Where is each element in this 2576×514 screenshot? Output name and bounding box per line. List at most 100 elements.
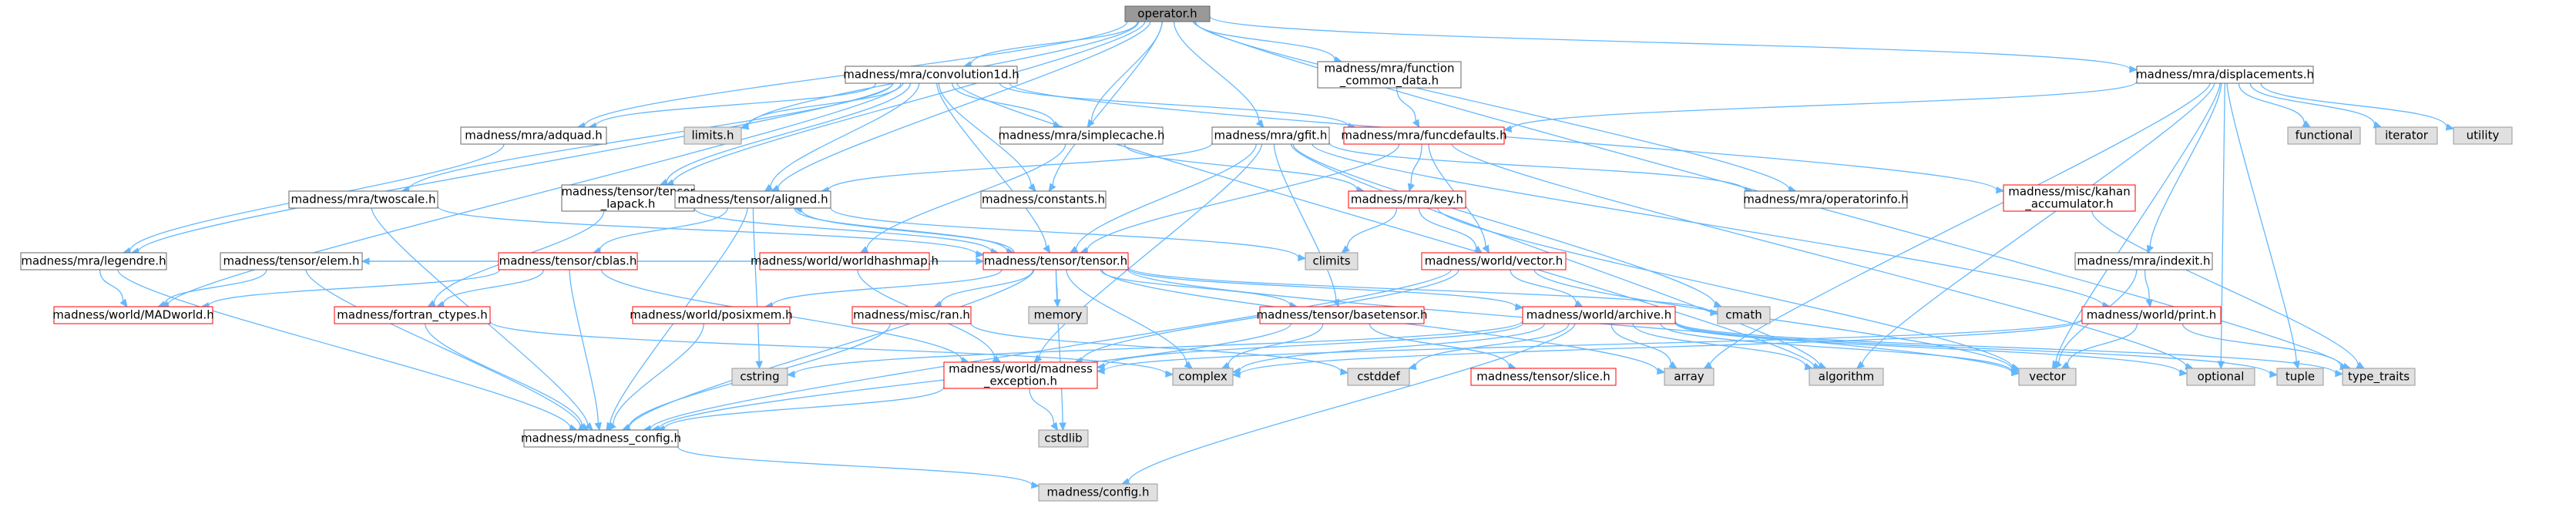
node-label: _accumulator.h — [2024, 197, 2113, 212]
edge-line — [866, 143, 1066, 250]
node-archive[interactable]: madness/world/archive.h — [1522, 306, 1676, 324]
node-constants[interactable]: madness/constants.h — [980, 190, 1107, 209]
node-operatorinfo[interactable]: madness/mra/operatorinfo.h — [1743, 190, 1909, 209]
edge-displacements-to-algorithm — [1856, 82, 2215, 369]
edge-line — [425, 323, 583, 427]
edge-operator-to-displacements — [1209, 15, 2138, 73]
edge-archive-to-cstddef — [1408, 323, 1570, 371]
node-label: type_traits — [2348, 370, 2410, 385]
edge-line — [1410, 143, 1422, 185]
node-ran[interactable]: madness/misc/ran.h — [851, 306, 972, 324]
edge-line — [2091, 210, 2359, 365]
node-box — [1317, 61, 1462, 89]
edge-line — [2226, 82, 2297, 362]
node-cblas[interactable]: madness/tensor/cblas.h — [498, 252, 638, 270]
node-conv1d[interactable]: madness/mra/convolution1d.h — [843, 66, 1019, 84]
node-array[interactable]: array — [1664, 368, 1715, 386]
node-functional[interactable]: functional — [2287, 126, 2361, 145]
node-label: madness/tensor/elem.h — [223, 254, 359, 268]
node-utility[interactable]: utility — [2453, 126, 2513, 145]
node-label: climits — [1312, 254, 1350, 268]
node-madexcept[interactable]: madness/world/madness_exception.h — [943, 361, 1098, 389]
edge-line — [1674, 321, 2336, 375]
node-memory[interactable]: memory — [1028, 306, 1088, 324]
edge-gfit-to-print — [1312, 143, 2111, 309]
edge-line — [2238, 82, 2306, 124]
node-box — [20, 252, 167, 270]
edge-line — [442, 269, 544, 305]
node-label: _exception.h — [983, 375, 1057, 389]
node-iterator[interactable]: iterator — [2375, 126, 2438, 145]
node-adquad[interactable]: madness/mra/adquad.h — [460, 126, 607, 145]
edge-arrowhead — [1165, 370, 1174, 378]
node-fortran[interactable]: madness/fortran_ctypes.h — [334, 306, 491, 324]
node-typetraits[interactable]: type_traits — [2342, 368, 2416, 386]
edge-arrowhead — [1473, 245, 1483, 254]
node-basetensor[interactable]: madness/tensor/basetensor.h — [1256, 306, 1428, 324]
node-posixmem[interactable]: madness/world/posixmem.h — [630, 306, 793, 324]
edge-arrowhead — [119, 298, 128, 307]
node-twoscale[interactable]: madness/mra/twoscale.h — [288, 190, 438, 209]
node-vector[interactable]: vector — [2018, 368, 2077, 386]
edge-posixmem-to-madconfig — [607, 323, 704, 431]
node-cmath[interactable]: cmath — [1717, 306, 1771, 324]
node-worldhashmap[interactable]: madness/world/worldhashmap.h — [751, 252, 939, 270]
node-simplecache[interactable]: madness/mra/simplecache.h — [999, 126, 1165, 145]
node-box — [1038, 483, 1158, 502]
edge-print-to-madexcept — [1096, 318, 2083, 375]
node-operator[interactable]: operator.h — [1124, 5, 1211, 22]
edge-basetensor-to-slice — [1369, 323, 1517, 370]
node-tensorlapack[interactable]: madness/tensor/tensor_lapack.h — [561, 184, 696, 212]
edge-arrowhead — [1028, 183, 1036, 192]
node-legendre[interactable]: madness/mra/legendre.h — [20, 252, 167, 270]
node-limits[interactable]: limits.h — [683, 126, 742, 145]
node-slice[interactable]: madness/tensor/slice.h — [1470, 368, 1617, 386]
edge-tensor-to-posixmem — [764, 269, 1003, 310]
node-box — [1172, 368, 1234, 386]
node-tensor[interactable]: madness/tensor/tensor.h — [982, 252, 1129, 270]
edge-line — [1660, 323, 2013, 372]
node-label: cstdlib — [1044, 432, 1082, 445]
node-box — [1211, 126, 1330, 145]
node-key[interactable]: madness/mra/key.h — [1348, 190, 1466, 209]
node-cstring[interactable]: cstring — [731, 368, 788, 386]
edge-arrowhead — [2302, 119, 2312, 128]
edge-arrowhead — [1050, 422, 1059, 432]
edge-line — [2249, 82, 2376, 126]
node-box — [943, 361, 1098, 389]
node-aligned[interactable]: madness/tensor/aligned.h — [674, 190, 831, 209]
edge-displacements-to-vector — [2051, 82, 2221, 370]
edge-arrowhead — [2147, 244, 2155, 254]
node-kahan[interactable]: madness/misc/kahan_accumulator.h — [2003, 184, 2136, 212]
node-funccommon[interactable]: madness/mra/function_common_data.h — [1317, 61, 1462, 89]
node-tuple[interactable]: tuple — [2276, 368, 2324, 386]
node-gfit[interactable]: madness/mra/gfit.h — [1211, 126, 1330, 145]
edge-line — [1346, 207, 1398, 249]
node-optional[interactable]: optional — [2186, 368, 2255, 386]
node-climits[interactable]: climits — [1305, 252, 1359, 270]
node-vectorh[interactable]: madness/world/vector.h — [1421, 252, 1567, 270]
node-cstdlib[interactable]: cstdlib — [1038, 429, 1089, 448]
node-displacements[interactable]: madness/mra/displacements.h — [2136, 66, 2314, 84]
node-indexit[interactable]: madness/mra/indexit.h — [2074, 252, 2213, 270]
edge-conv1d-to-aligned — [764, 82, 920, 192]
edge-line — [940, 269, 1034, 304]
edge-line — [694, 207, 992, 252]
edge-line — [1396, 87, 1416, 122]
edge-arrowhead — [2010, 368, 2020, 376]
node-elem[interactable]: madness/tensor/elem.h — [220, 252, 363, 270]
node-print[interactable]: madness/world/print.h — [2081, 306, 2222, 324]
node-madconfig[interactable]: madness/madness_config.h — [521, 429, 681, 448]
node-funcdefaults[interactable]: madness/mra/funcdefaults.h — [1341, 126, 1507, 145]
node-box — [1522, 306, 1676, 324]
edge-arrowhead — [2054, 360, 2062, 369]
node-cstddef[interactable]: cstddef — [1347, 368, 1410, 386]
node-label: madness/world/print.h — [2087, 308, 2217, 322]
edge-line — [970, 21, 1138, 65]
node-algorithm[interactable]: algorithm — [1809, 368, 1884, 386]
edge-line — [437, 206, 977, 255]
node-box — [1259, 306, 1425, 324]
node-config[interactable]: madness/config.h — [1038, 483, 1158, 502]
node-madworld[interactable]: madness/world/MADworld.h — [52, 306, 214, 324]
node-complex[interactable]: complex — [1172, 368, 1234, 386]
